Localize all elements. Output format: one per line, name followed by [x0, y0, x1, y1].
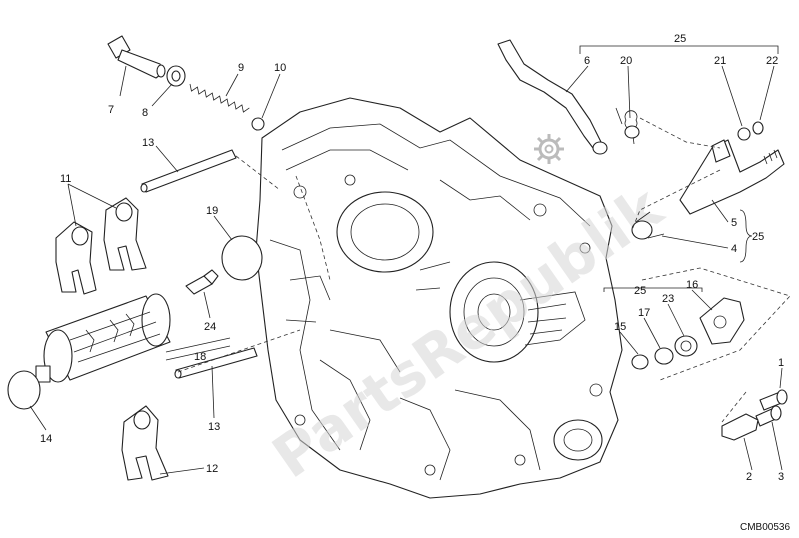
leader-14	[29, 405, 47, 431]
leader-22	[759, 65, 775, 121]
callout-13-upper: 13	[142, 137, 154, 149]
part-4-return-spring	[631, 211, 665, 240]
callout-2: 2	[746, 471, 752, 483]
part-3-screw	[755, 405, 782, 427]
leader-10	[261, 73, 281, 119]
callout-24: 24	[204, 321, 216, 333]
bracket-25-top	[579, 45, 779, 54]
part-6-selector-lever	[497, 39, 608, 155]
crankcase-half	[255, 97, 623, 499]
callout-20: 20	[620, 55, 632, 67]
part-8-washer	[166, 65, 186, 87]
part-19-o-ring	[221, 235, 263, 281]
part-24-drum-pin	[185, 269, 219, 295]
leader-19	[213, 215, 233, 241]
part-15-circlip	[631, 354, 649, 370]
leader-13-upper	[155, 145, 179, 173]
bracket-25-row	[603, 287, 703, 292]
leader-15	[619, 331, 639, 355]
leader-13-lower	[211, 365, 215, 419]
part-13-fork-rod-lower	[174, 347, 258, 379]
callout-16: 16	[686, 279, 698, 291]
callout-7: 7	[108, 104, 114, 116]
callout-18: 18	[194, 351, 206, 363]
part-20-lever-spring	[615, 107, 640, 145]
part-22-circlip	[752, 121, 764, 135]
part-13-fork-rod-upper	[140, 149, 237, 193]
part-17-washer	[654, 347, 674, 365]
part-11-shift-fork-right	[103, 197, 147, 271]
assembly-line	[641, 267, 791, 381]
callout-11: 11	[60, 173, 71, 185]
part-12-shift-fork-lower	[121, 405, 169, 481]
callout-15: 15	[614, 321, 626, 333]
callout-1: 1	[778, 357, 784, 369]
callout-4: 4	[731, 243, 737, 255]
leader-7	[119, 65, 127, 97]
callout-13-lower: 13	[208, 421, 220, 433]
callout-21: 21	[714, 55, 726, 67]
leader-2	[743, 437, 753, 471]
part-18-selector-drum	[35, 293, 171, 383]
bracket-18	[165, 337, 231, 361]
drawing-code: CMB00536	[740, 522, 790, 533]
assembly-line	[177, 329, 301, 373]
callout-9: 9	[238, 62, 244, 74]
leader-12	[159, 467, 205, 475]
bracket-25-right	[739, 209, 753, 263]
leader-21	[721, 65, 743, 127]
part-11-shift-fork-left	[55, 221, 97, 295]
callout-22: 22	[766, 55, 778, 67]
leader-9	[225, 73, 239, 97]
part-5-gear-shift-shaft	[679, 139, 785, 215]
leader-4	[661, 235, 729, 249]
callout-23: 23	[662, 293, 674, 305]
callout-25-top: 25	[674, 33, 686, 45]
part-10-ball	[251, 117, 265, 131]
leader-24	[203, 291, 211, 319]
assembly-line	[235, 155, 281, 191]
leader-11	[67, 183, 117, 227]
part-9-spring	[189, 83, 250, 113]
callout-25-row: 25	[634, 285, 646, 297]
callout-6: 6	[584, 55, 590, 67]
leader-8	[151, 83, 173, 107]
leader-16	[691, 289, 713, 311]
leader-23	[667, 303, 685, 337]
leader-6	[565, 65, 589, 93]
assembly-line	[295, 175, 331, 281]
leader-17	[643, 317, 661, 349]
watermark-gear-icon	[534, 134, 564, 164]
part-14-o-ring	[7, 370, 41, 410]
callout-8: 8	[142, 107, 148, 119]
callout-17: 17	[638, 307, 650, 319]
leader-3	[771, 421, 783, 471]
leader-5	[711, 199, 729, 223]
leader-20	[627, 65, 631, 119]
callout-5: 5	[731, 217, 737, 229]
callout-12: 12	[206, 463, 218, 475]
part-2-plate	[721, 413, 759, 441]
callout-25-right: 25	[752, 231, 764, 243]
callout-19: 19	[206, 205, 218, 217]
part-7-pivot-bolt	[107, 35, 166, 79]
leader-1	[779, 367, 783, 389]
callout-3: 3	[778, 471, 784, 483]
part-23-bearing	[674, 335, 698, 357]
callout-14: 14	[40, 433, 52, 445]
part-1-screw	[759, 389, 788, 411]
part-21-washer	[737, 127, 751, 141]
assembly-line	[631, 169, 721, 231]
assembly-line	[639, 117, 721, 149]
callout-10: 10	[274, 62, 286, 74]
